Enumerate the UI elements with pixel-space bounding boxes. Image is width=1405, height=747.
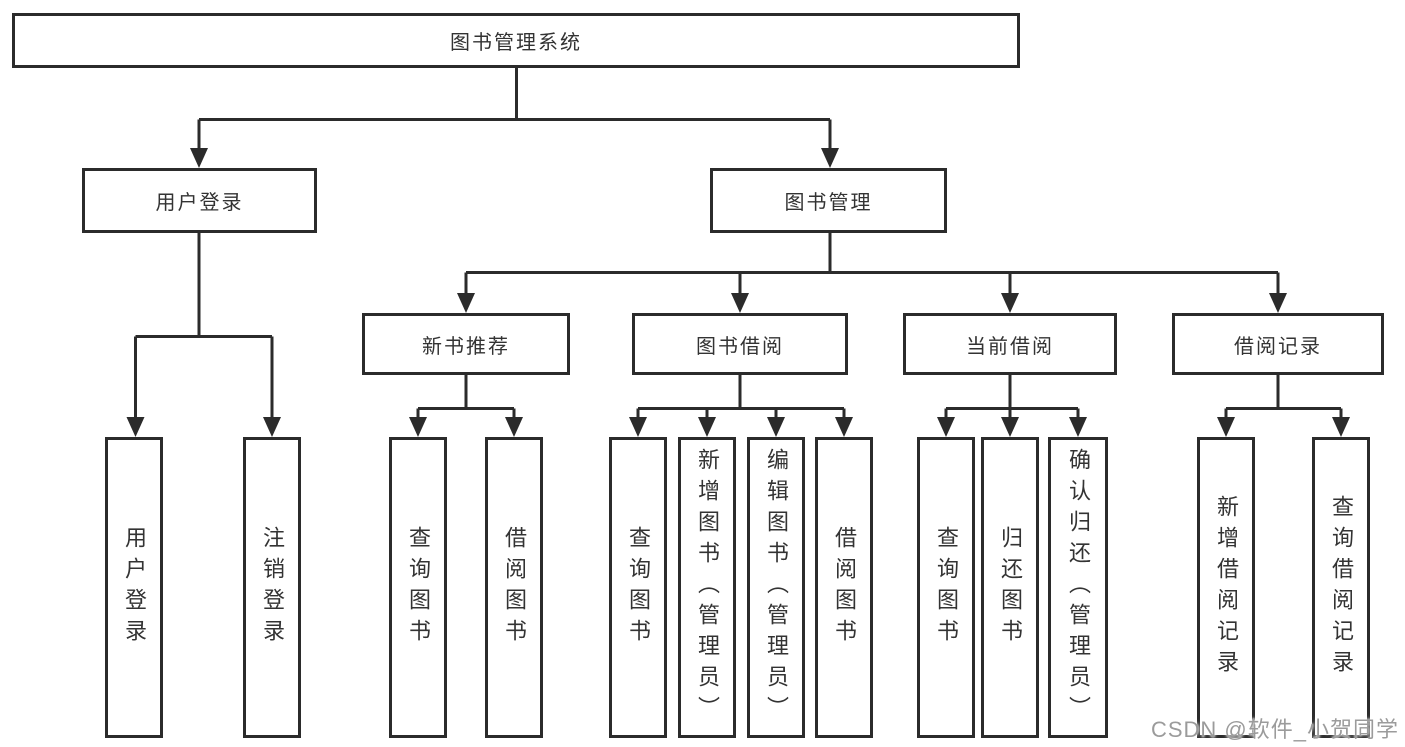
leaf-nbr-borrow-books-label: 借阅图书 — [502, 525, 527, 650]
node-current-borrow-label: 当前借阅 — [966, 335, 1054, 358]
connector-borrow-records-branch — [1217, 375, 1350, 437]
leaf-bb-query-books: 查询图书 — [609, 437, 667, 738]
node-book-management-label: 图书管理 — [784, 192, 873, 214]
connector-current-borrow-branch — [937, 375, 1087, 437]
node-borrow-records-label: 借阅记录 — [1234, 335, 1322, 358]
leaf-br-query-record-label: 查询借阅记录 — [1329, 494, 1354, 681]
node-user-login-label: 用户登录 — [155, 192, 244, 214]
leaf-user-login: 用户登录 — [105, 437, 163, 738]
leaf-bb-edit-books-admin-label: 编辑图书（管理员） — [764, 448, 789, 727]
leaf-bb-edit-books-admin: 编辑图书（管理员） — [747, 437, 805, 738]
connector-book-management-branch — [457, 233, 1287, 313]
node-user-login: 用户登录 — [82, 168, 317, 233]
leaf-logout-label: 注销登录 — [260, 525, 285, 650]
csdn-watermark: CSDN @软件_小贺同学 — [1150, 717, 1399, 742]
leaf-cb-return-books-label: 归还图书 — [998, 525, 1023, 650]
leaf-user-login-label: 用户登录 — [122, 525, 147, 650]
leaf-nbr-query-books: 查询图书 — [389, 437, 447, 738]
leaf-logout: 注销登录 — [243, 437, 301, 738]
leaf-cb-query-books-label: 查询图书 — [934, 525, 959, 650]
leaf-nbr-borrow-books: 借阅图书 — [485, 437, 543, 738]
connector-user-login-branch — [126, 233, 281, 437]
leaf-br-add-record-label: 新增借阅记录 — [1214, 494, 1239, 681]
connector-root-to-level2 — [190, 68, 839, 168]
leaf-cb-query-books: 查询图书 — [917, 437, 975, 738]
node-book-borrow: 图书借阅 — [632, 313, 848, 375]
leaf-cb-confirm-return-admin: 确认归还（管理员） — [1048, 437, 1108, 738]
leaf-nbr-query-books-label: 查询图书 — [406, 525, 431, 650]
node-new-book-recommend: 新书推荐 — [362, 313, 570, 375]
node-library-system-label: 图书管理系统 — [450, 32, 582, 54]
node-library-system: 图书管理系统 — [12, 13, 1020, 68]
leaf-cb-confirm-return-admin-label: 确认归还（管理员） — [1066, 448, 1091, 727]
leaf-bb-borrow-books: 借阅图书 — [815, 437, 873, 738]
node-borrow-records: 借阅记录 — [1172, 313, 1384, 375]
leaf-cb-return-books: 归还图书 — [981, 437, 1039, 738]
leaf-bb-query-books-label: 查询图书 — [626, 525, 651, 650]
node-current-borrow: 当前借阅 — [903, 313, 1117, 375]
leaf-br-add-record: 新增借阅记录 — [1197, 437, 1255, 738]
leaf-bb-add-books-admin-label: 新增图书（管理员） — [695, 448, 720, 727]
node-book-management: 图书管理 — [710, 168, 947, 233]
connector-book-borrow-branch — [629, 375, 853, 437]
node-book-borrow-label: 图书借阅 — [696, 335, 784, 358]
leaf-br-query-record: 查询借阅记录 — [1312, 437, 1370, 738]
connector-new-book-recommend-branch — [409, 375, 523, 437]
node-new-book-recommend-label: 新书推荐 — [422, 335, 510, 358]
leaf-bb-add-books-admin: 新增图书（管理员） — [678, 437, 736, 738]
leaf-bb-borrow-books-label: 借阅图书 — [832, 525, 857, 650]
